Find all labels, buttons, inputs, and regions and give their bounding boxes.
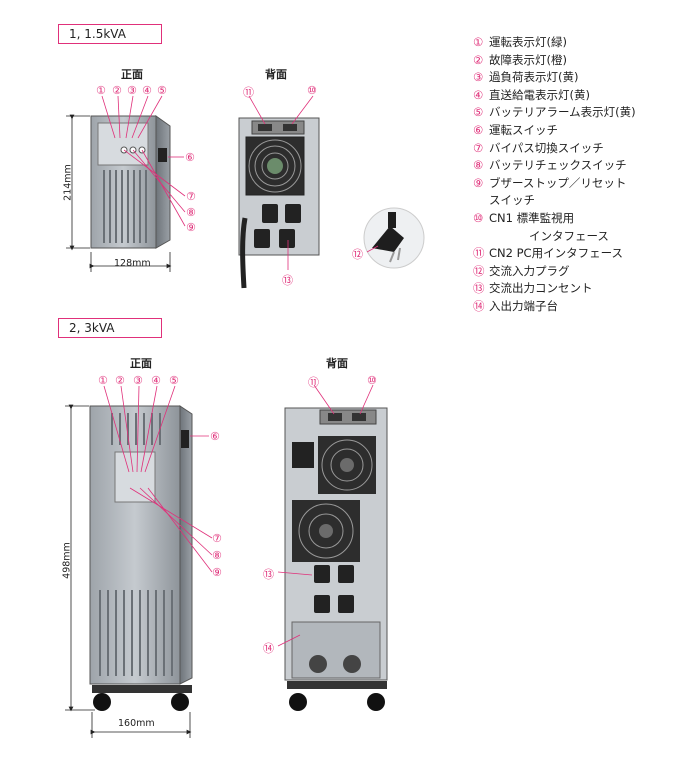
s1-width-dim: 128mm	[114, 258, 151, 269]
s2-width-dim: 160mm	[118, 718, 155, 729]
legend-item: インタフェース	[529, 228, 609, 243]
s2-height-dim: 498mm	[61, 542, 73, 579]
s1-callout-8: ⑧	[186, 206, 196, 219]
s1-height-dim: 214mm	[62, 164, 74, 201]
s2-callout-11: ⑪	[308, 376, 319, 389]
s2-front-ups	[89, 405, 193, 711]
section-1-title: 1, 1.5kVA	[58, 24, 162, 44]
plug-illustration	[363, 207, 425, 269]
s1-callout-5: ⑤	[157, 84, 167, 97]
s2-callout-2: ②	[115, 374, 125, 387]
s1-callout-6: ⑥	[185, 151, 195, 164]
plug-callout-12: ⑫	[352, 248, 363, 261]
s1-callout-1: ①	[96, 84, 106, 97]
s1-callout-3: ③	[127, 84, 137, 97]
s1-front-header: 正面	[121, 68, 143, 81]
s1-callout-4: ④	[142, 84, 152, 97]
s1-front-ups	[90, 115, 171, 249]
section-2-title: 2, 3kVA	[58, 318, 162, 338]
s1-callout-2: ②	[112, 84, 122, 97]
s1-callout-10: ⑩	[307, 84, 317, 97]
s1-callout-9: ⑨	[186, 221, 196, 234]
s1-back-header: 背面	[265, 68, 287, 81]
s2-callout-8: ⑧	[212, 549, 222, 562]
s1-back-ups	[238, 117, 320, 289]
s2-callout-10: ⑩	[367, 374, 377, 387]
s2-callout-6: ⑥	[210, 430, 220, 443]
s1-callout-11: ⑪	[243, 86, 254, 99]
legend-item: スイッチ	[489, 193, 535, 208]
s2-callout-13: ⑬	[263, 568, 274, 581]
s2-callout-1: ①	[98, 374, 108, 387]
s2-callout-3: ③	[133, 374, 143, 387]
s1-callout-7: ⑦	[186, 190, 196, 203]
s1-callout-13: ⑬	[282, 274, 293, 287]
s2-front-header: 正面	[130, 357, 152, 370]
s2-callout-7: ⑦	[212, 532, 222, 545]
s2-callout-4: ④	[151, 374, 161, 387]
s2-back-header: 背面	[326, 357, 348, 370]
s2-back-ups	[284, 407, 388, 711]
s2-callout-5: ⑤	[169, 374, 179, 387]
s2-callout-9: ⑨	[212, 566, 222, 579]
s2-callout-14: ⑭	[263, 642, 274, 655]
